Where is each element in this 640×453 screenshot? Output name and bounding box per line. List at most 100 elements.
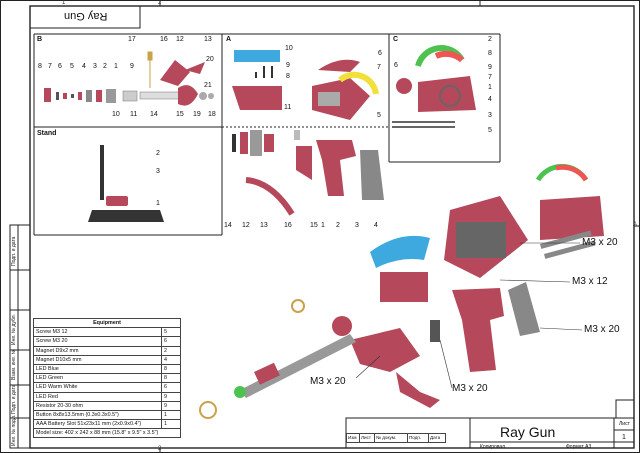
item-qty: 5 — [161, 327, 181, 338]
part-label: 1 — [156, 200, 160, 207]
part-label: 6 — [58, 63, 62, 70]
part-label: 15 — [176, 111, 184, 118]
part-label: 13 — [204, 36, 212, 43]
part-label: 9 — [130, 63, 134, 70]
item-qty: 8 — [161, 363, 181, 375]
zone-label: 2 — [158, 0, 162, 6]
callout-label: M3 x 20 — [582, 237, 618, 248]
view-b-parts — [44, 51, 214, 106]
part-label: 17 — [128, 36, 136, 43]
part-label: 19 — [193, 111, 201, 118]
item-name: Screw M3 20 — [33, 336, 162, 347]
item-qty: 8 — [161, 373, 181, 384]
view-label-c: C — [393, 36, 399, 43]
item-qty: 1 — [161, 409, 181, 421]
tb-col: Лист — [359, 433, 375, 443]
item-name: Button 8x8x13.5mm (0.3x0.3x0.5") — [33, 409, 162, 421]
part-label: 10 — [285, 45, 293, 52]
item-name: Model size: 402 x 242 x 88 mm (15.8" x 9… — [33, 428, 181, 439]
item-qty: 4 — [161, 354, 181, 365]
part-label: 12 — [176, 36, 184, 43]
part-label: 12 — [242, 222, 250, 229]
callout-label: M3 x 12 — [572, 276, 608, 287]
part-label: 14 — [150, 111, 158, 118]
item-name: Resistor 20-30 ohm — [33, 400, 162, 411]
item-qty: 6 — [161, 336, 181, 347]
part-label: 7 — [48, 63, 52, 70]
main-assembly — [199, 163, 604, 419]
view-c-parts — [392, 45, 476, 128]
zone-label: 1 — [62, 0, 66, 6]
view-a-lower-parts — [232, 130, 384, 216]
item-name: AAA Battery Slot 51x23x11 mm (2x0.9x0.4"… — [33, 419, 162, 430]
item-name: LED Green — [33, 373, 162, 384]
callout-label: M3 x 20 — [452, 383, 488, 394]
part-label: 5 — [70, 63, 74, 70]
part-label: 3 — [93, 63, 97, 70]
part-label: 2 — [488, 36, 492, 43]
part-label: 1 — [321, 222, 325, 229]
item-name: LED Blue — [33, 363, 162, 375]
part-label: 13 — [260, 222, 268, 229]
part-label: 4 — [488, 96, 492, 103]
part-label: 1 — [114, 63, 118, 70]
part-label: 6 — [378, 50, 382, 57]
part-label: 6 — [394, 62, 398, 69]
equipment-title: Equipment — [33, 317, 181, 329]
tb-col: Изм — [346, 433, 360, 443]
item-qty: 2 — [161, 345, 181, 356]
tb-col: Подп. — [407, 433, 429, 443]
item-qty: 9 — [161, 391, 181, 402]
part-label: 15 — [310, 222, 318, 229]
part-label: 3 — [488, 112, 492, 119]
part-label: 16 — [160, 36, 168, 43]
part-label: 14 — [224, 222, 232, 229]
side-label: Инв. № подл. — [11, 414, 17, 446]
side-label: Подп. и дата — [11, 236, 17, 266]
view-label-stand: Stand — [37, 130, 57, 137]
view-label-b: B — [37, 36, 43, 43]
part-label: 7 — [488, 74, 492, 81]
item-name: Magnet D10x5 mm — [33, 354, 162, 365]
callout-label: M3 x 20 — [310, 376, 346, 387]
item-name: LED Red — [33, 391, 162, 402]
part-label: 21 — [204, 82, 212, 89]
tb-col: Дата — [428, 433, 446, 443]
part-label: 8 — [488, 50, 492, 57]
part-label: 16 — [284, 222, 292, 229]
callout-label: M3 x 20 — [584, 324, 620, 335]
copied-label: Копировал — [480, 444, 506, 450]
part-label: 3 — [355, 222, 359, 229]
part-label: 1 — [488, 84, 492, 91]
side-label: Инв. № дубл. — [11, 314, 17, 345]
part-label: 8 — [286, 73, 290, 80]
part-label: 11 — [130, 111, 138, 118]
side-label: Подп. и дата — [11, 384, 17, 414]
part-label: 5 — [488, 127, 492, 134]
part-label: 9 — [286, 62, 290, 69]
title-block-cols: Изм Лист № докум. Подп. Дата — [346, 433, 446, 443]
table-row: Model size: 402 x 242 x 88 mm (15.8" x 9… — [33, 428, 181, 439]
part-label: 18 — [208, 111, 216, 118]
item-qty: 6 — [161, 382, 181, 393]
zone-label: 2 — [158, 446, 162, 452]
item-name: LED Warm White — [33, 382, 162, 393]
part-label: 7 — [377, 64, 381, 71]
part-label: 2 — [336, 222, 340, 229]
format-label: Формат A3 — [566, 444, 592, 450]
item-name: Screw M3 12 — [33, 327, 162, 338]
part-label: 4 — [374, 222, 378, 229]
stand-parts — [88, 145, 164, 222]
drawing-title: Ray Gun — [500, 424, 556, 440]
item-qty: 1 — [161, 419, 181, 430]
part-label: 8 — [38, 63, 42, 70]
part-label: 20 — [206, 56, 214, 63]
